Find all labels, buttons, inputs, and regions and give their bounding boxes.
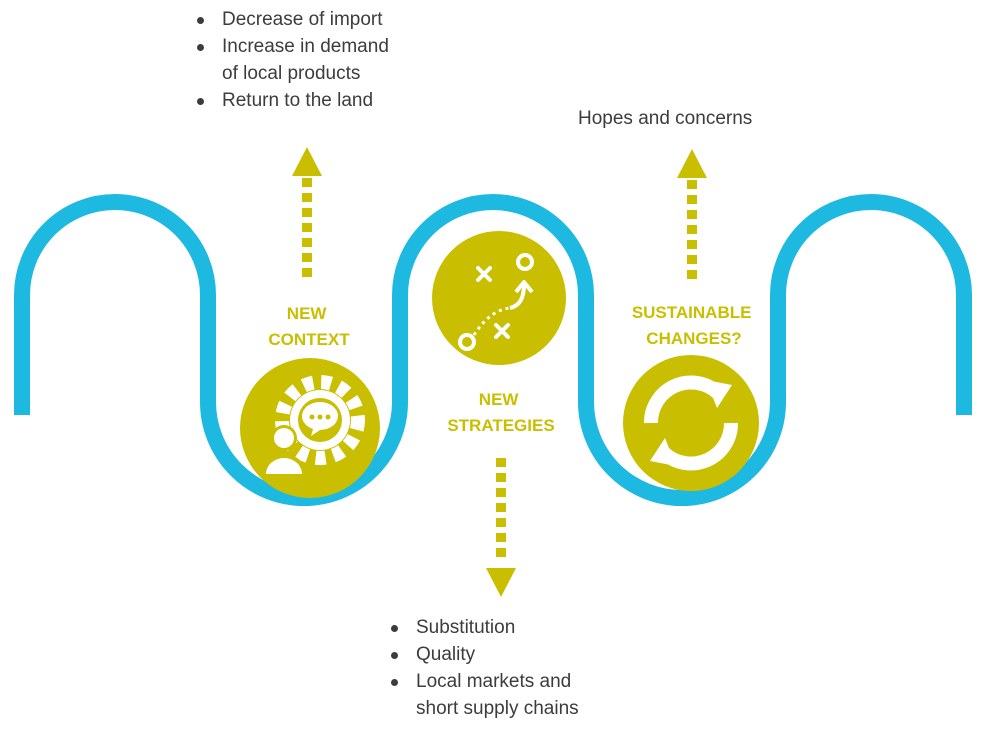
list-item: Local markets and [386,668,646,695]
stage-title-changes-line1: SUSTAINABLE [632,303,752,322]
strategy-play-icon [432,231,566,365]
stage-title-changes: SUSTAINABLE CHANGES? [632,303,756,348]
stage-title-strategies-line2: STRATEGIES [447,416,554,435]
list-item: Quality [386,641,646,668]
changes-note: Hopes and concerns [578,108,753,129]
stage-title-context-line2: CONTEXT [268,330,350,349]
gear-person-chat-icon [240,358,380,498]
arrow-up-context [292,147,322,277]
wave-path [13,194,972,506]
list-item-continuation: of local products [222,63,361,84]
arrow-down-strategies [486,458,516,597]
stage-title-context-line1: NEW [287,304,328,323]
cycle-arrows-icon [623,355,759,491]
stage-title-strategies: NEW STRATEGIES [447,390,554,435]
list-item: Decrease of import [192,6,452,33]
stage-title-changes-line2: CHANGES? [646,329,741,348]
arrow-up-changes [677,149,707,279]
stage-title-context: NEW CONTEXT [268,304,350,349]
list-item: Substitution [386,614,646,641]
context-effects-list: Decrease of import Increase in demand of… [192,6,452,114]
strategies-list: Substitution Quality Local markets and s… [386,614,646,722]
stage-title-strategies-line1: NEW [479,390,520,409]
list-item: Return to the land [192,87,452,114]
list-item-continuation: short supply chains [416,698,579,719]
list-item: Increase in demand [192,33,452,60]
